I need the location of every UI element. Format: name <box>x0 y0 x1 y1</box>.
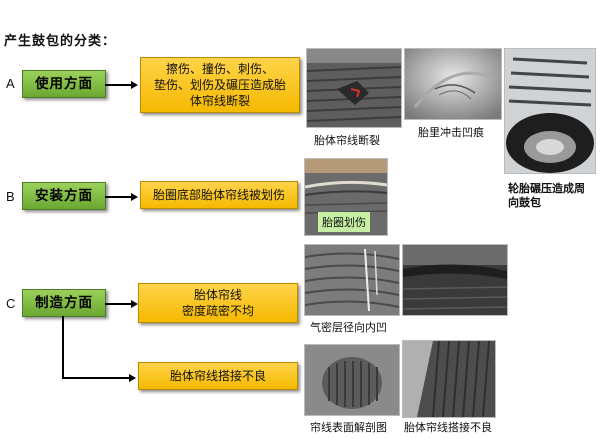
photo-inner-dent <box>404 48 502 120</box>
photo-cord-surface-image <box>305 345 399 415</box>
desc-density-line-2: 密度疏密不均 <box>181 304 254 318</box>
desc-splice-line-1: 胎体帘线搭接不良 <box>169 369 266 383</box>
category-usage: 使用方面 <box>22 70 106 98</box>
photo-circumferential-bulge <box>504 48 596 174</box>
caption-cord-break: 胎体帘线断裂 <box>314 134 380 147</box>
desc-installation-line-1: 胎圈底部胎体帘线被划伤 <box>152 188 285 202</box>
category-installation: 安装方面 <box>22 182 106 210</box>
photo-cord-splice <box>402 340 496 418</box>
photo-cord-splice-image <box>403 341 495 417</box>
connector-b <box>105 196 132 198</box>
photo-cord-surface <box>304 344 400 416</box>
caption-bead-scratch: 胎圈划伤 <box>318 212 370 232</box>
caption-inner-dent: 胎里冲击凹痕 <box>418 126 484 139</box>
desc-installation: 胎圈底部胎体帘线被划伤 <box>140 181 298 209</box>
caption-cord-surface: 帘线表面解剖图 <box>310 421 387 434</box>
arrow-a <box>131 80 138 89</box>
photo-cord-break-image <box>307 49 401 127</box>
photo-cord-density-image <box>403 245 507 315</box>
photo-innerliner-dent-image <box>305 245 399 315</box>
photo-cord-break <box>306 48 402 128</box>
category-manufacturing: 制造方面 <box>22 289 106 317</box>
caption-circumferential-bulge: 轮胎碾压造成周向鼓包 <box>508 182 585 209</box>
desc-density-uneven: 胎体帘线 密度疏密不均 <box>138 283 298 323</box>
desc-usage: 擦伤、撞伤、刺伤、 垫伤、划伤及碾压造成胎 体帘线断裂 <box>140 57 300 113</box>
row-a-letter: A <box>6 76 15 91</box>
connector-c <box>105 303 132 305</box>
page-title: 产生鼓包的分类： <box>4 34 117 49</box>
connector-a <box>105 84 132 86</box>
desc-usage-line-2: 垫伤、划伤及碾压造成胎 <box>153 78 286 92</box>
row-c-letter: C <box>6 296 16 311</box>
photo-innerliner-dent <box>304 244 400 316</box>
arrow-c-lower <box>129 373 136 382</box>
connector-c-vertical <box>62 316 64 378</box>
desc-density-line-1: 胎体帘线 <box>193 288 242 302</box>
row-b-letter: B <box>6 189 15 204</box>
connector-c-lower <box>62 377 130 379</box>
arrow-c <box>131 299 138 308</box>
desc-usage-line-3: 体帘线断裂 <box>189 94 250 108</box>
desc-splice-defect: 胎体帘线搭接不良 <box>138 362 298 390</box>
caption-innerliner-dent: 气密层径向内凹 <box>310 321 387 334</box>
photo-inner-dent-image <box>405 49 501 119</box>
photo-cord-density <box>402 244 508 316</box>
arrow-b <box>131 192 138 201</box>
photo-circumferential-bulge-image <box>505 49 595 173</box>
desc-usage-line-1: 擦伤、撞伤、刺伤、 <box>165 62 274 76</box>
caption-cord-splice: 胎体帘线搭接不良 <box>404 421 492 434</box>
